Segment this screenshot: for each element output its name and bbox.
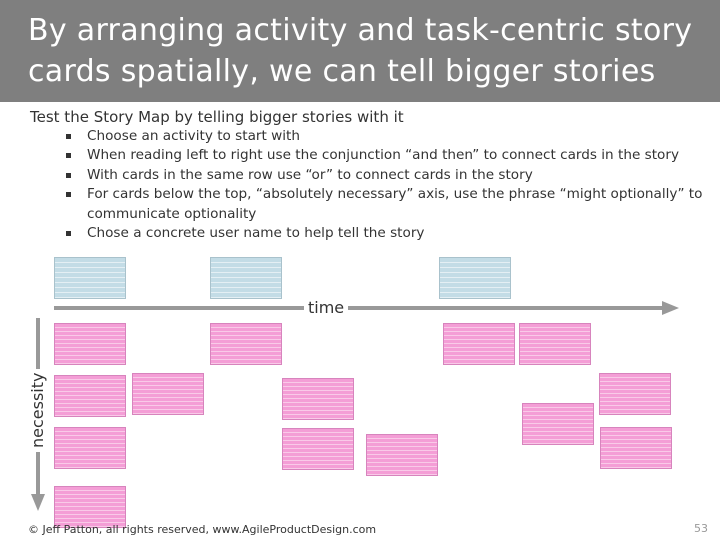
bullet-text: With cards in the same row use “or” to c… bbox=[87, 166, 533, 183]
task-card bbox=[54, 375, 126, 417]
task-card bbox=[519, 323, 591, 365]
task-card bbox=[282, 428, 354, 470]
bullet-text: When reading left to right use the conju… bbox=[87, 147, 679, 164]
bullet-text: Chose a concrete user name to help tell … bbox=[87, 225, 425, 242]
task-card bbox=[600, 427, 672, 469]
task-card bbox=[54, 486, 126, 528]
bullet-item: With cards in the same row use “or” to c… bbox=[66, 166, 716, 185]
time-axis-arrowhead bbox=[662, 301, 679, 315]
activity-card bbox=[210, 257, 282, 299]
task-card bbox=[599, 373, 671, 415]
bullet-item: For cards below the top, “absolutely nec… bbox=[66, 185, 716, 224]
title-bar: By arranging activity and task-centric s… bbox=[0, 0, 720, 102]
time-axis-label: time bbox=[304, 298, 349, 317]
page-number: 53 bbox=[694, 522, 708, 535]
task-card bbox=[54, 427, 126, 469]
task-card bbox=[210, 323, 282, 365]
necessity-axis-arrowhead bbox=[31, 494, 45, 511]
footer-copyright: © Jeff Patton, all rights reserved, www.… bbox=[28, 523, 377, 536]
task-card bbox=[366, 434, 438, 476]
bullet-item: When reading left to right use the conju… bbox=[66, 146, 716, 165]
slide-title: By arranging activity and task-centric s… bbox=[28, 13, 693, 89]
bullet-text: Choose an activity to start with bbox=[87, 128, 300, 144]
activity-card bbox=[439, 257, 511, 299]
task-card bbox=[522, 403, 594, 445]
intro-text: Test the Story Map by telling bigger sto… bbox=[30, 108, 404, 126]
necessity-axis-label: necessity bbox=[28, 368, 47, 452]
bullet-square-icon bbox=[66, 153, 71, 159]
bullet-square-icon bbox=[66, 192, 71, 198]
task-card bbox=[54, 323, 126, 365]
task-card bbox=[282, 378, 354, 420]
bullet-square-icon bbox=[66, 172, 71, 178]
bullet-square-icon bbox=[66, 134, 71, 139]
task-card bbox=[132, 373, 204, 415]
bullet-item: Choose an activity to start with bbox=[66, 127, 716, 146]
bullet-square-icon bbox=[66, 231, 71, 237]
bullet-item: Chose a concrete user name to help tell … bbox=[66, 224, 716, 243]
bullet-list: Choose an activity to start with When re… bbox=[66, 127, 716, 243]
bullet-text: For cards below the top, “absolutely nec… bbox=[87, 186, 703, 222]
task-card bbox=[443, 323, 515, 365]
activity-card bbox=[54, 257, 126, 299]
